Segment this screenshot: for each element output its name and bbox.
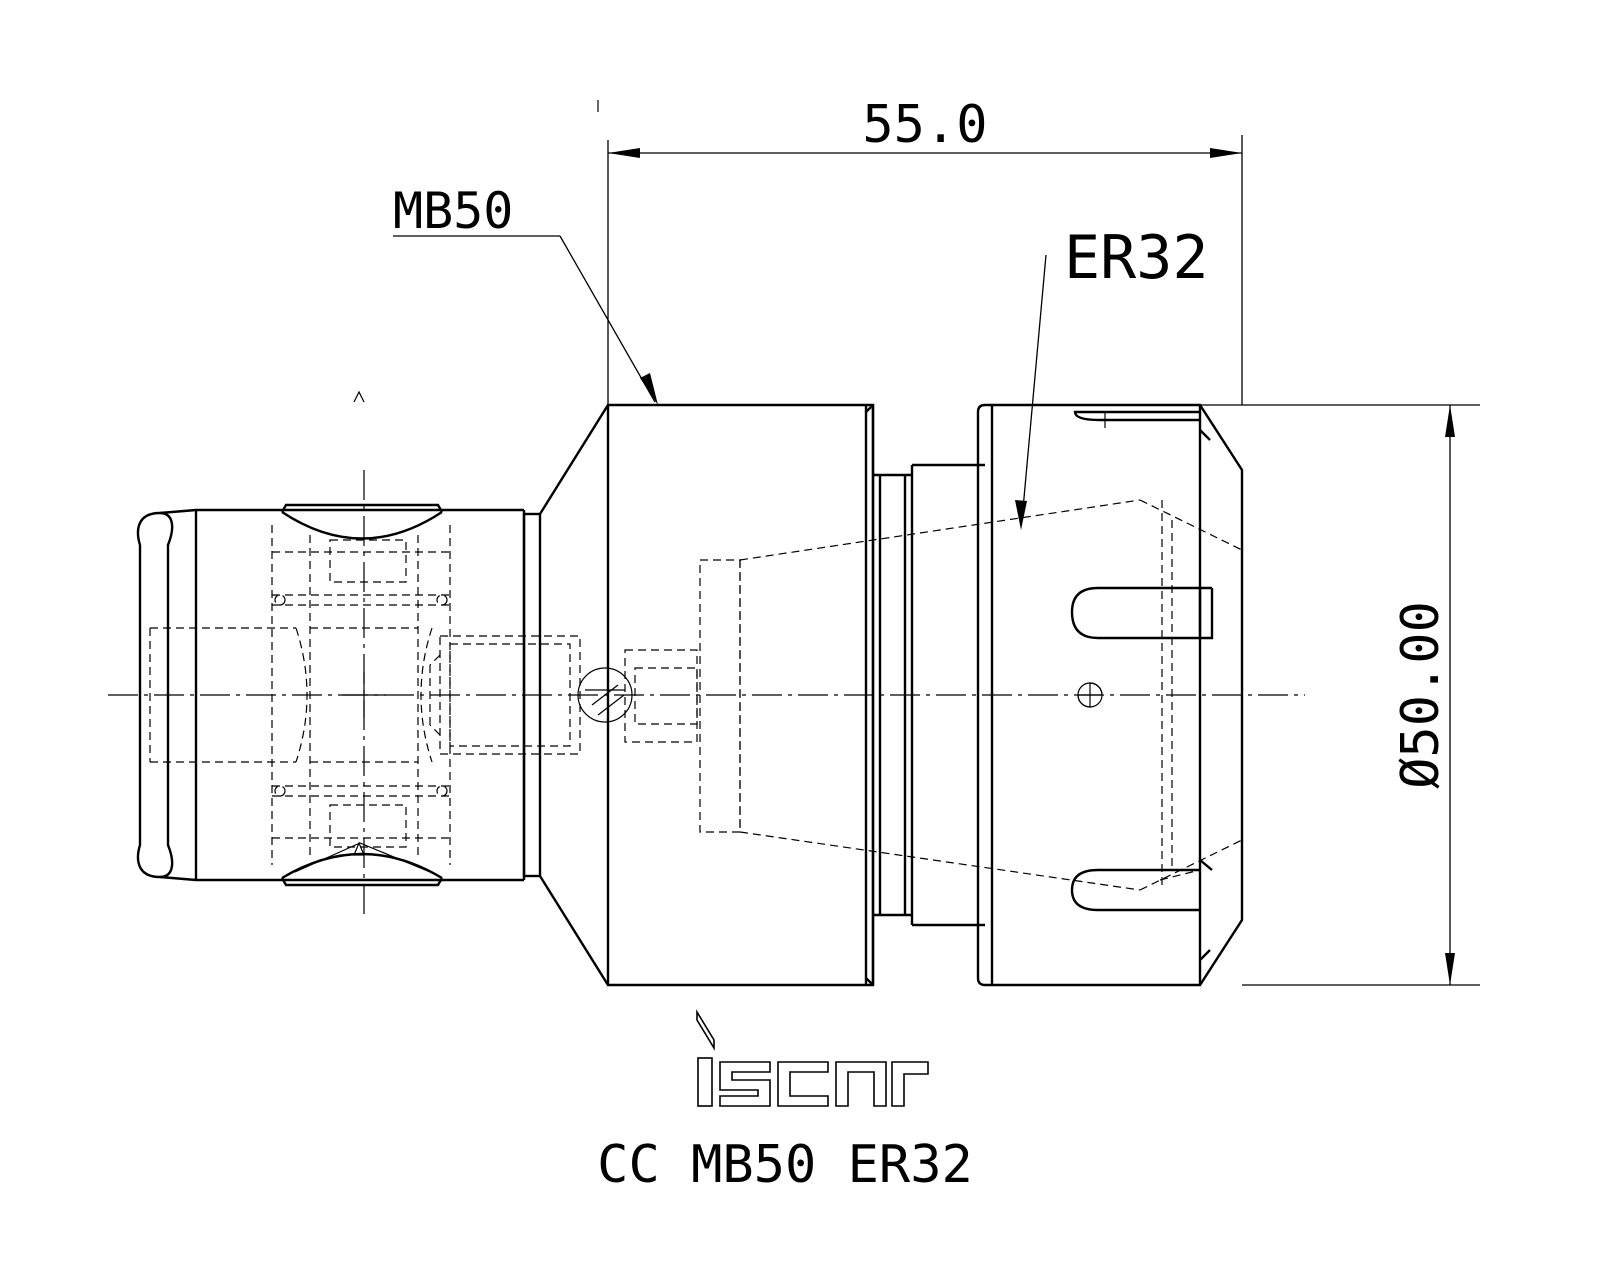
neck bbox=[873, 463, 985, 927]
shank-callout-label: MB50 bbox=[393, 182, 513, 240]
diameter-dimension bbox=[1200, 404, 1480, 986]
collet-callout-label: ER32 bbox=[1064, 223, 1209, 293]
length-dimension bbox=[597, 100, 1243, 405]
rear-shank-hidden-lines bbox=[149, 525, 581, 865]
shank-leader bbox=[393, 235, 658, 405]
flange-hidden-lines bbox=[577, 499, 1141, 891]
part-title: CC MB50 ER32 bbox=[597, 1135, 973, 1195]
er32-nut-hidden-lines bbox=[1139, 499, 1243, 891]
flange-body bbox=[538, 403, 875, 987]
diameter-dimension-label: Ø50.00 bbox=[1391, 601, 1451, 789]
center-lines bbox=[108, 470, 1305, 918]
rear-shank bbox=[136, 390, 542, 887]
length-dimension-label: 55.0 bbox=[862, 95, 987, 155]
collet-leader bbox=[1015, 254, 1047, 530]
er32-nut bbox=[976, 403, 1244, 987]
iscar-logo: iscar bbox=[696, 1009, 929, 1107]
